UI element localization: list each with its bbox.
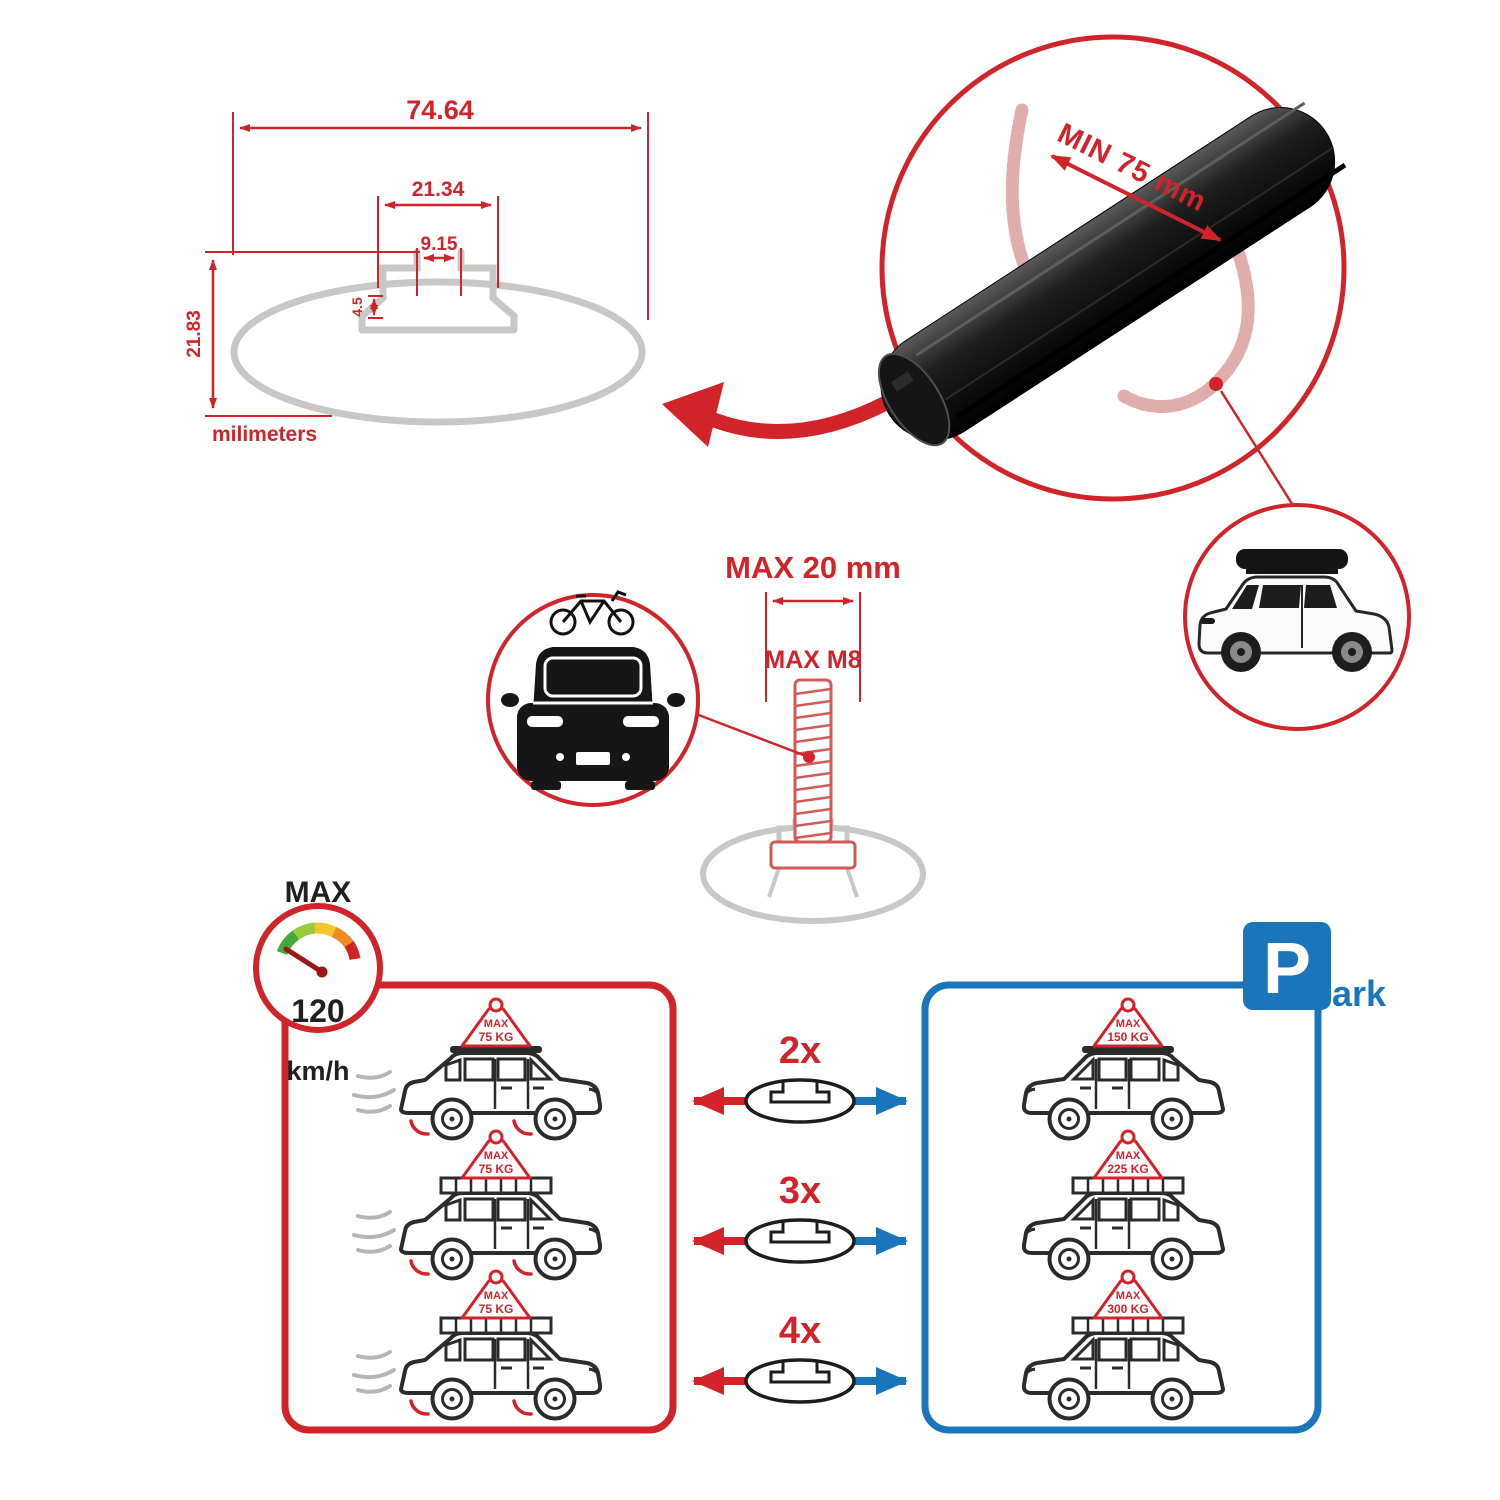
multiplier-label: 4x (779, 1310, 821, 1352)
speed-panel: MAX 75 KG MAX 75 KG MAX 75 KG (253, 876, 677, 1434)
motion-dust-icon (352, 1350, 533, 1416)
slot-cavity-ghost (767, 867, 859, 898)
units-label: milimeters (212, 423, 317, 446)
load-kg-label: 150 KG (1107, 1030, 1148, 1044)
bicycle-icon (549, 590, 635, 636)
dim-slot-outer: 21.34 (412, 178, 465, 201)
multiplier-label: 2x (779, 1030, 821, 1072)
park-panel: MAX 150 KG MAX 225 KG MAX 300 KG P ark (921, 922, 1387, 1434)
load-max-label: MAX (1116, 1150, 1141, 1162)
roof-load-tag: MAX 75 KG (439, 1269, 553, 1335)
crossbar-section-icon (744, 1078, 856, 1124)
roof-load-tag: MAX 75 KG (439, 1129, 553, 1195)
bolt-dimension-lines (765, 592, 861, 702)
bolt-spec: MAX 20 mm MAX M8 (695, 550, 926, 924)
dim-slot-inner: 9.15 (421, 234, 458, 255)
bike-car-badge (486, 590, 700, 807)
crossbar-section-icon (744, 1218, 856, 1264)
roofbox-car-badge (1183, 503, 1411, 731)
car-front-icon (501, 647, 685, 790)
parking-sign: P ark (1243, 922, 1387, 1014)
zoom-arrow-icon (662, 382, 896, 447)
motion-dust-icon (352, 1210, 533, 1276)
load-max-label: MAX (1116, 1018, 1141, 1030)
bolt-pointer-line (695, 712, 807, 758)
roof-load-tag: MAX 225 KG (1071, 1129, 1185, 1195)
quantity-column: 2x 3x 4x (692, 1030, 908, 1404)
roofbox-car-icon (1197, 549, 1394, 672)
load-max-label: MAX (484, 1018, 509, 1030)
bar-closeup: MIN 75 mm (877, 34, 1347, 508)
multiplier-label: 3x (779, 1170, 821, 1212)
bolt-icon (769, 678, 857, 870)
speedometer-icon: MAX 120 (253, 876, 383, 1033)
profile-ellipse (230, 278, 646, 426)
load-max-label: MAX (484, 1150, 509, 1162)
max-width-label: MAX 20 mm (725, 550, 901, 585)
roof-load-tag: MAX 150 KG (1082, 997, 1174, 1053)
motion-dust-icon (352, 1070, 533, 1136)
load-kg-label: 75 KG (479, 1030, 514, 1044)
speed-units: km/h (286, 1056, 349, 1086)
load-kg-label: 300 KG (1107, 1302, 1148, 1316)
profile-dimension-drawing: 74.64 21.34 9.15 4.5 21.83 milimeters (184, 95, 649, 446)
max-thread-label: MAX M8 (764, 646, 861, 674)
dim-total-height: 21.83 (184, 310, 205, 358)
parking-rest: ark (1332, 973, 1387, 1014)
dim-slot-depth: 4.5 (349, 297, 365, 317)
crossbar-section-icon (744, 1358, 856, 1404)
bolt-pointer-dot (803, 751, 815, 763)
min-span-arrow-icon (1050, 154, 1222, 242)
dimension-lines (205, 112, 649, 417)
dim-total-width: 74.64 (406, 95, 474, 125)
parking-initial: P (1263, 929, 1311, 1009)
load-kg-label: 225 KG (1107, 1162, 1148, 1176)
load-kg-label: 75 KG (479, 1302, 514, 1316)
speed-value: 120 (291, 993, 344, 1029)
roof-load-tag: MAX 75 KG (450, 997, 542, 1053)
load-kg-label: 75 KG (479, 1162, 514, 1176)
profile-slot-shape (358, 248, 518, 334)
load-max-label: MAX (1116, 1290, 1141, 1302)
pointer-dot (1209, 377, 1223, 391)
pointer-line (1219, 390, 1296, 508)
roof-load-tag: MAX 300 KG (1071, 1269, 1185, 1335)
load-max-label: MAX (484, 1290, 509, 1302)
